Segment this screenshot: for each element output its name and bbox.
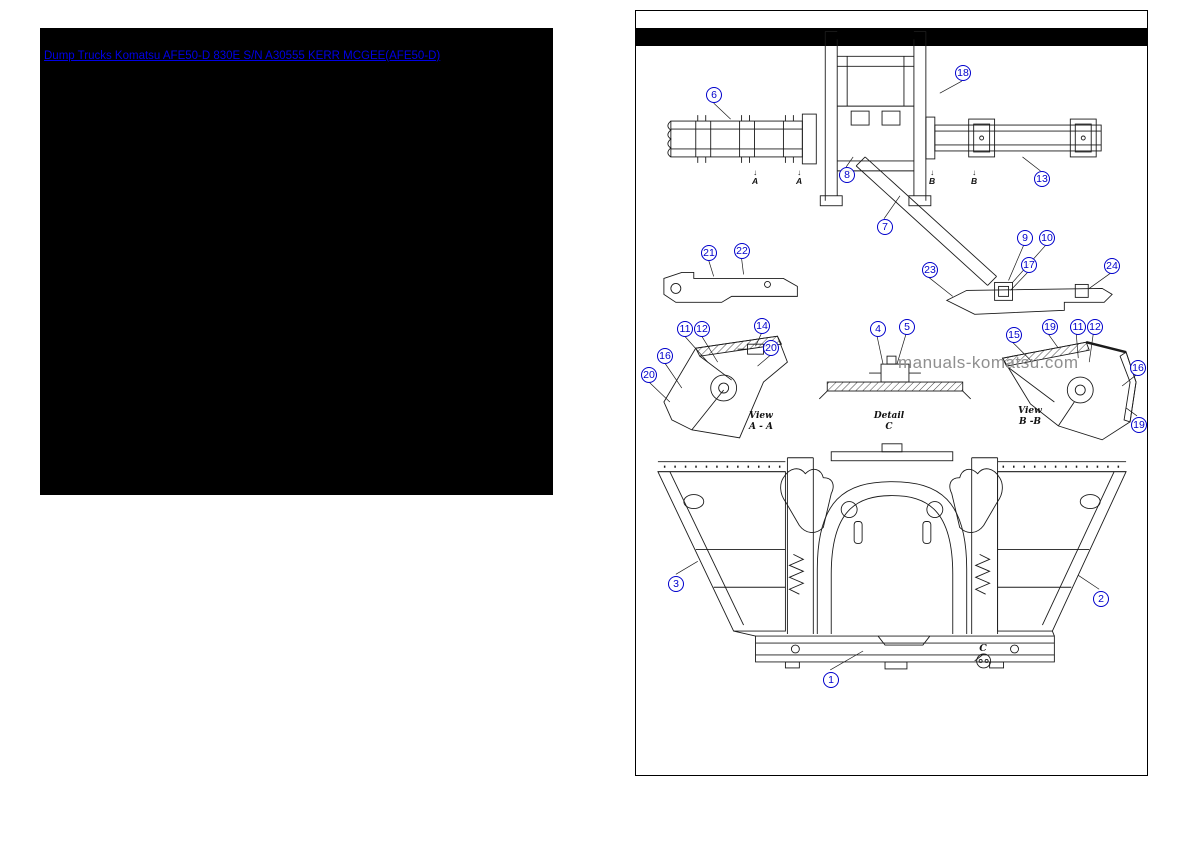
callout-13: 13 — [1034, 171, 1050, 187]
callout-14: 14 — [754, 318, 770, 334]
manual-cover-panel: Dump Trucks Komatsu AFE50-D 830E S/N A30… — [40, 28, 553, 495]
callout-16: 16 — [1130, 360, 1146, 376]
callout-12: 12 — [694, 321, 710, 337]
callout-16: 16 — [657, 348, 673, 364]
callout-15: 15 — [1006, 327, 1022, 343]
callout-22: 22 — [734, 243, 750, 259]
parts-diagram-drawing — [648, 30, 1138, 671]
section-marker-a2: ↓ A — [796, 169, 802, 186]
callout-7: 7 — [877, 219, 893, 235]
section-marker-b2: ↓ B — [971, 169, 977, 186]
callout-17: 17 — [1021, 257, 1037, 273]
down-arrow-icon: ↓ — [930, 168, 935, 177]
view-b-b-drawing — [1001, 340, 1137, 441]
view-label-b-b: View B -B — [1018, 406, 1042, 429]
diagram-header-bar — [636, 28, 1147, 46]
callout-2: 2 — [1093, 591, 1109, 607]
callout-20: 20 — [763, 340, 779, 356]
callout-11: 11 — [1070, 319, 1086, 335]
callout-11: 11 — [677, 321, 693, 337]
tie-bracket-left-drawing — [663, 272, 798, 303]
callout-8: 8 — [839, 167, 855, 183]
view-label-detail-c: Detail C — [874, 411, 904, 434]
diagonal-brace-drawing — [855, 156, 997, 286]
section-marker-label: B — [971, 176, 978, 186]
watermark: manuals-komatsu.com — [898, 353, 1079, 372]
callout-4: 4 — [870, 321, 886, 337]
callout-19: 19 — [1131, 417, 1147, 433]
callout-24: 24 — [1104, 258, 1120, 274]
view-label-line: B -B — [1018, 417, 1042, 428]
down-arrow-icon: ↓ — [797, 168, 802, 177]
callout-1: 1 — [823, 672, 839, 688]
hoist-bracket-drawing — [819, 30, 932, 207]
diagram-panel: manuals-komatsu.com ↓ A ↓ A ↓ B ↓ B View… — [635, 10, 1148, 776]
view-label-line: Detail — [873, 411, 905, 421]
section-marker-a1: ↓ A — [752, 169, 758, 186]
down-arrow-icon: ↓ — [753, 168, 758, 177]
view-label-a-a: View A - A — [749, 411, 773, 434]
callout-23: 23 — [922, 262, 938, 278]
manual-title-link[interactable]: Dump Trucks Komatsu AFE50-D 830E S/N A30… — [44, 50, 441, 62]
view-label-line: A - A — [749, 422, 773, 433]
callout-10: 10 — [1039, 230, 1055, 246]
callout-18: 18 — [955, 65, 971, 81]
view-label-line: View — [749, 411, 773, 421]
section-marker-label: A — [796, 176, 803, 186]
main-frame-drawing — [657, 443, 1127, 670]
callout-9: 9 — [1017, 230, 1033, 246]
callout-6: 6 — [706, 87, 722, 103]
callout-12: 12 — [1087, 319, 1103, 335]
section-marker-b1: ↓ B — [929, 169, 935, 186]
view-label-line: View — [1018, 406, 1042, 416]
view-label-line: C — [885, 422, 893, 433]
callout-3: 3 — [668, 576, 684, 592]
down-arrow-icon: ↓ — [972, 168, 977, 177]
section-marker-label: A — [752, 176, 759, 186]
callout-20: 20 — [641, 367, 657, 383]
detail-flag-label: C — [979, 643, 987, 654]
view-a-a-drawing — [663, 335, 788, 439]
detail-c-drawing — [818, 355, 972, 400]
callout-5: 5 — [899, 319, 915, 335]
leader-lines — [648, 80, 1138, 671]
detail-flag-circle — [974, 653, 992, 669]
callout-19: 19 — [1042, 319, 1058, 335]
callout-21: 21 — [701, 245, 717, 261]
section-marker-label: B — [929, 176, 936, 186]
tie-bracket-right-drawing — [945, 281, 1113, 315]
right-crossmember-drawing — [925, 116, 1102, 160]
left-crossmember-drawing — [667, 113, 817, 165]
